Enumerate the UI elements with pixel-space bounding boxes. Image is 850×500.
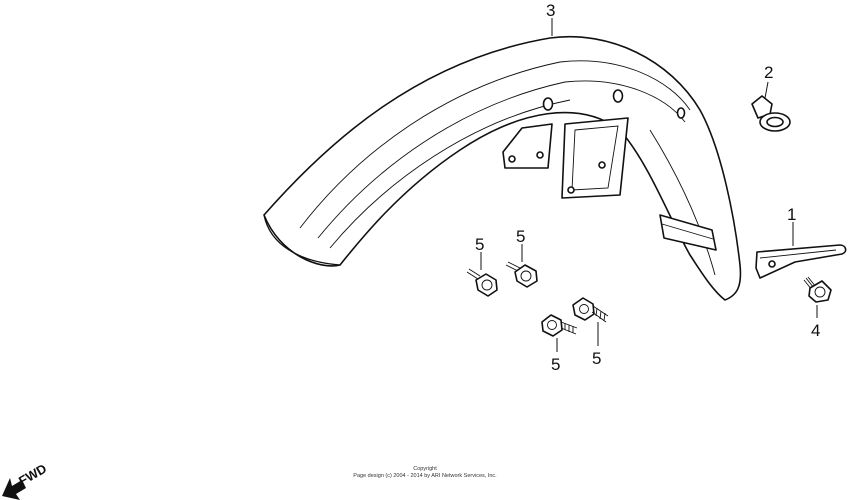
grommet[interactable]	[751, 95, 791, 132]
leader-line-2	[764, 81, 769, 99]
callout-1[interactable]: 1	[787, 205, 796, 224]
copyright-notice: Copyright Page design (c) 2004 - 2014 by…	[0, 466, 850, 480]
bolt-5-c[interactable]	[541, 314, 578, 337]
front-fender[interactable]	[263, 36, 742, 301]
bolt-5-a[interactable]	[466, 268, 498, 297]
callout-4[interactable]: 4	[811, 321, 820, 340]
fender-bracket[interactable]	[755, 244, 847, 279]
callout-3[interactable]: 3	[546, 1, 555, 20]
fwd-arrow-icon	[2, 478, 26, 500]
copyright-line-2: Page design (c) 2004 - 2014 by ARI Netwo…	[353, 473, 497, 479]
bolt-5-b[interactable]	[505, 261, 538, 288]
callout-5d[interactable]: 5	[592, 349, 601, 368]
bolt-part-4[interactable]	[803, 276, 832, 303]
callout-2[interactable]: 2	[764, 63, 773, 82]
copyright-line-1: Copyright	[413, 466, 437, 472]
callout-5c[interactable]: 5	[551, 355, 560, 374]
bolt-5-d[interactable]	[572, 297, 609, 323]
callout-5a[interactable]: 5	[475, 235, 484, 254]
callout-5b[interactable]: 5	[516, 227, 525, 246]
